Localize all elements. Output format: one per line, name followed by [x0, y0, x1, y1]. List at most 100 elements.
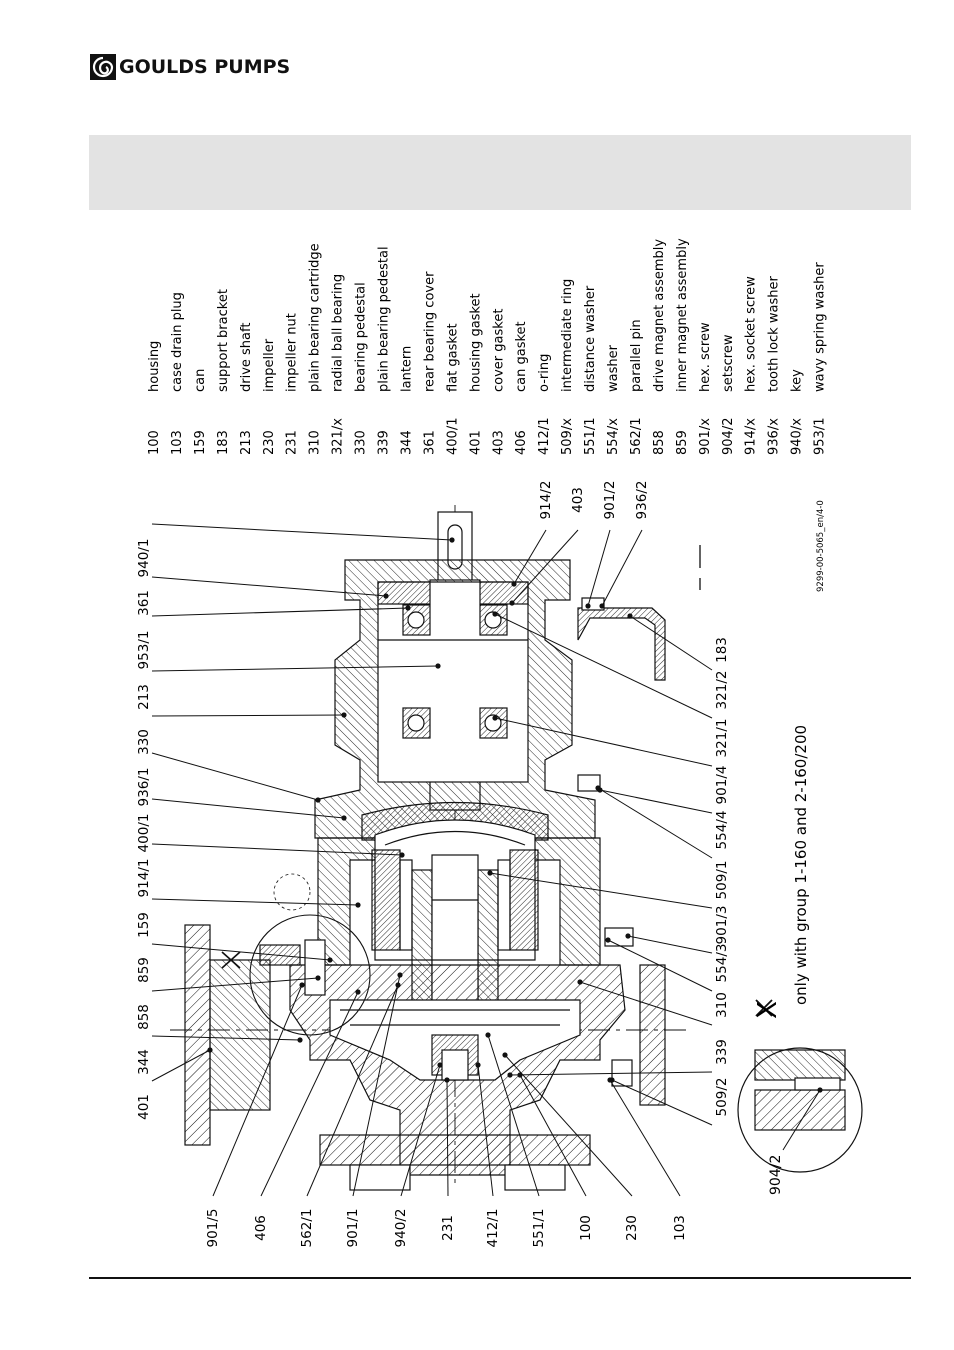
leader-dot: [327, 957, 333, 963]
part-number: 159: [193, 430, 208, 455]
leader-dot: [625, 933, 631, 939]
leader-line: [489, 872, 713, 909]
callout-label: 551/1: [531, 1209, 547, 1248]
part-name: impeller nut: [285, 313, 300, 392]
leader-line: [477, 1064, 494, 1197]
callout-label: 901/2: [602, 481, 618, 520]
part-number: 231: [285, 430, 300, 455]
leader-line: [494, 613, 713, 719]
leader-dot: [502, 1052, 508, 1058]
leader-line: [212, 984, 303, 1197]
leader-dot: [577, 979, 583, 985]
leader-dot: [207, 1047, 213, 1053]
callout-label: 554/4: [714, 811, 730, 850]
parts-list-row: 412/1 o-ring: [537, 354, 552, 455]
note-mark: X: [753, 1001, 783, 1019]
callout-label: 230: [624, 1215, 640, 1241]
callout-label: 914/2: [538, 481, 554, 520]
part-name: intermediate ring: [560, 279, 575, 392]
leader-line: [151, 943, 331, 961]
leader-dot: [341, 815, 347, 821]
callout-label: 953/1: [136, 631, 152, 670]
part-number: 401: [468, 430, 483, 455]
part-number: 412/1: [537, 418, 552, 455]
leader-line: [151, 1035, 301, 1041]
leader-line: [611, 1079, 713, 1126]
title-band: [89, 135, 911, 210]
callout-label: 936/1: [136, 768, 152, 807]
parts-list-row: 554/x washer: [606, 344, 621, 455]
leader-dot: [355, 902, 361, 908]
callout-label: 406: [253, 1215, 269, 1241]
callout-label: 159: [136, 912, 152, 938]
part-number: 940/x: [790, 418, 805, 455]
callout-label: 321/2: [714, 671, 730, 710]
part-name: o-ring: [537, 354, 552, 392]
part-name: case drain plug: [170, 292, 185, 392]
leader-dot: [817, 1087, 823, 1093]
leader-line: [306, 984, 399, 1197]
part-name: washer: [606, 344, 621, 392]
part-number: 562/1: [629, 418, 644, 455]
leader-line: [151, 607, 409, 617]
part-name: plain bearing pedestal: [377, 246, 392, 392]
part-number: 509/x: [560, 418, 575, 455]
part-number: 183: [216, 430, 231, 455]
leader-dot: [492, 611, 498, 617]
pump-geometry: [170, 505, 863, 1191]
part-name: support bracket: [216, 289, 231, 392]
brand-logo: GOULDS PUMPS: [90, 54, 290, 80]
leader-line: [597, 787, 713, 859]
callout-label: 400/1: [136, 814, 152, 853]
callout-label: 344: [136, 1049, 152, 1075]
leader-line: [609, 1079, 681, 1197]
part-name: cover gasket: [491, 309, 506, 392]
leader-dot: [315, 975, 321, 981]
leader-dot: [444, 1077, 450, 1083]
leader-line: [607, 939, 713, 992]
part-name: wavy spring washer: [813, 262, 828, 392]
callout-label: 403: [570, 487, 586, 513]
part-number: 904/2: [721, 418, 736, 455]
part-number: 554/x: [606, 418, 621, 455]
callout-label: 509/2: [714, 1078, 730, 1117]
leader-line: [151, 576, 387, 597]
leader-dot: [485, 1032, 491, 1038]
part-name: can gasket: [514, 321, 529, 392]
part-name: hex. screw: [698, 322, 713, 392]
leader-dot: [299, 982, 305, 988]
part-name: housing: [147, 341, 162, 392]
part-number: 914/x: [744, 418, 759, 455]
footer-rule: [89, 1277, 911, 1279]
part-name: lantern: [399, 346, 414, 392]
leader-line: [151, 752, 319, 801]
leader-line: [151, 523, 453, 541]
part-name: drive magnet assembly: [652, 239, 667, 392]
callout-label: 321/1: [714, 719, 730, 758]
callout-label: 859: [136, 957, 152, 983]
callout-label: 330: [136, 729, 152, 755]
leader-line: [151, 898, 359, 906]
callout-label: 183: [714, 637, 730, 663]
leader-dot: [607, 1077, 613, 1083]
parts-list-row: 231 impeller nut: [285, 313, 300, 455]
leader-line: [487, 1034, 540, 1197]
leader-line: [513, 529, 547, 585]
part-number: 230: [262, 430, 277, 455]
part-number: 901/x: [698, 418, 713, 455]
part-name: inner magnet assembly: [675, 238, 690, 392]
leader-line: [151, 798, 345, 819]
leader-line: [494, 717, 713, 767]
